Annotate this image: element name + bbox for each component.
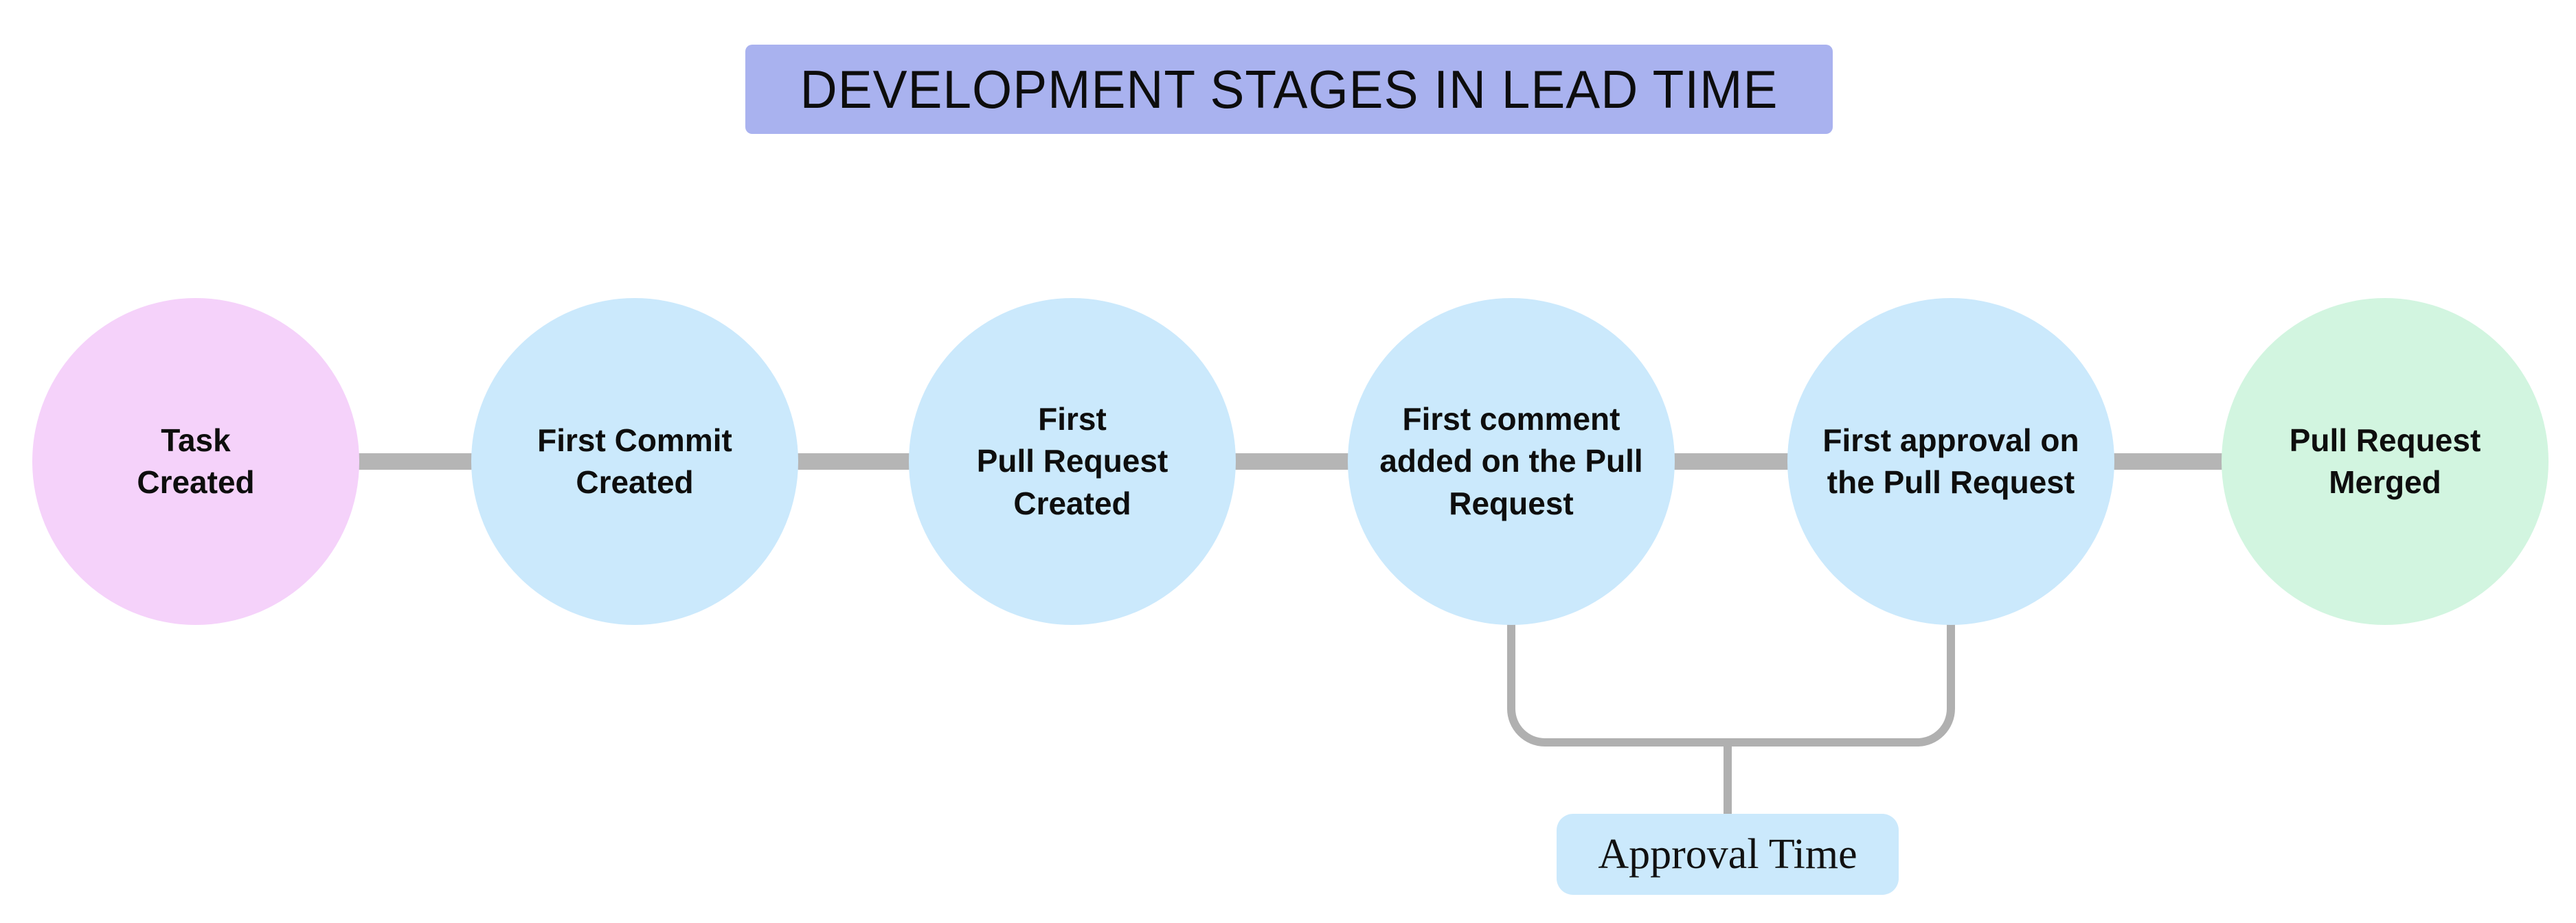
diagram-title: DEVELOPMENT STAGES IN LEAD TIME (800, 58, 1778, 119)
stage-label: First comment added on the Pull Request (1379, 401, 1643, 521)
stage-circle-first-commit-created: First Commit Created (471, 298, 798, 625)
stage-label: First approval on the Pull Request (1822, 422, 2079, 500)
stage-circle-first-pull-request-created: First Pull Request Created (909, 298, 1236, 625)
approval-time-badge: Approval Time (1557, 814, 1899, 895)
stage-label: Pull Request Merged (2289, 422, 2481, 500)
stage-circle-first-comment-added: First comment added on the Pull Request (1348, 298, 1675, 625)
approval-bracket-stem (1724, 744, 1732, 815)
diagram-title-box: DEVELOPMENT STAGES IN LEAD TIME (745, 45, 1833, 134)
stage-label: First Commit Created (537, 422, 732, 500)
approval-span-bracket (1507, 615, 1955, 747)
stage-circle-first-approval: First approval on the Pull Request (1787, 298, 2114, 625)
approval-time-label: Approval Time (1598, 830, 1857, 878)
stage-circle-pull-request-merged: Pull Request Merged (2222, 298, 2549, 625)
stage-label: Task Created (137, 422, 255, 500)
stage-label: First Pull Request Created (976, 401, 1168, 521)
stage-circle-task-created: Task Created (32, 298, 359, 625)
